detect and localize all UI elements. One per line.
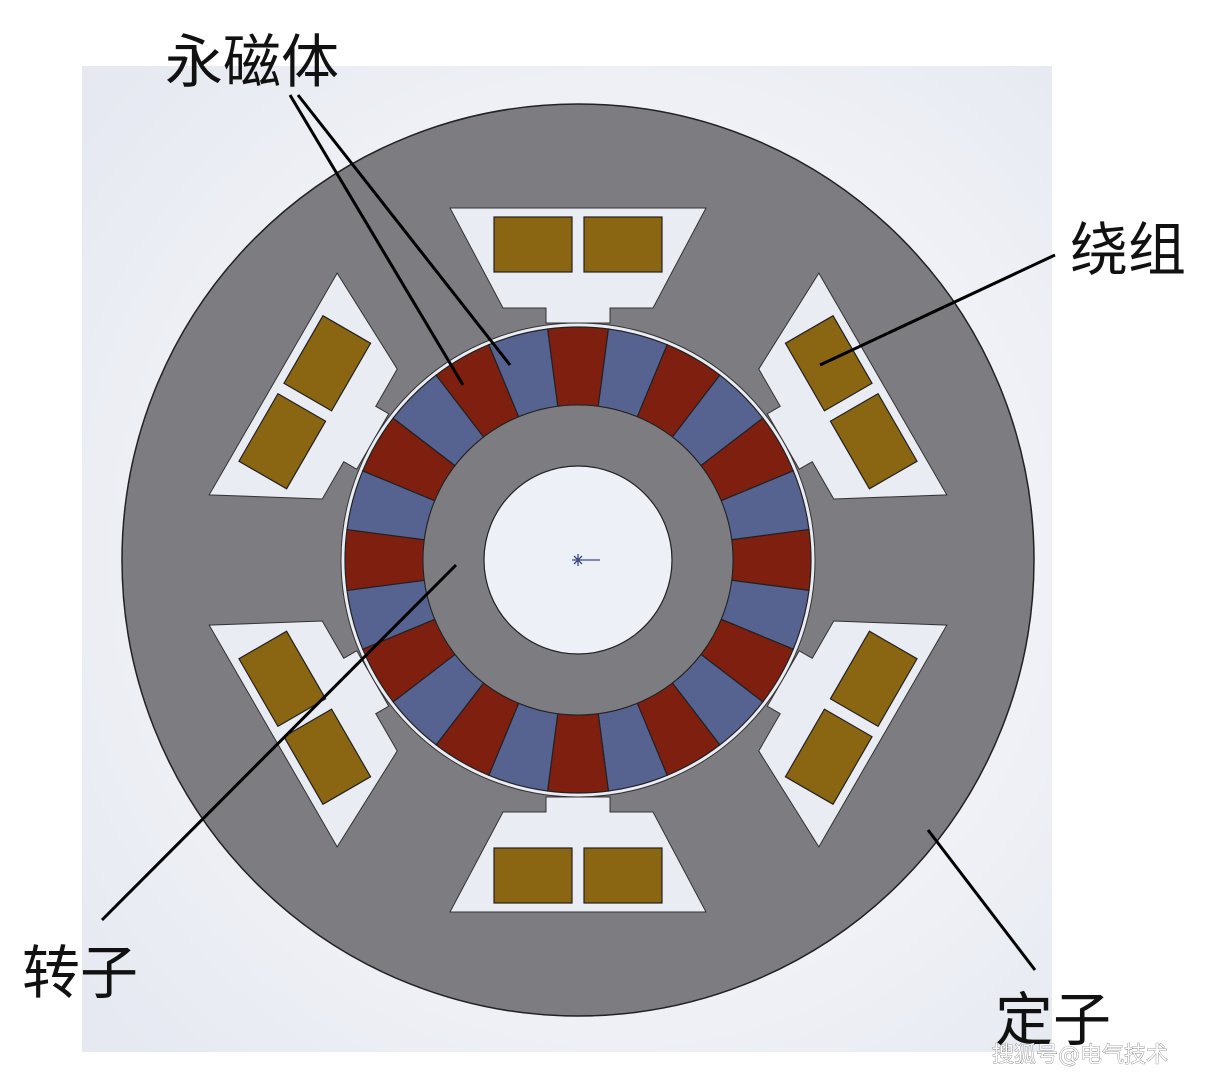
winding-coil [583, 847, 663, 904]
permanent-magnet-ring [344, 326, 812, 794]
winding-coil [238, 392, 327, 490]
stator-slot [208, 272, 398, 500]
winding-coil [238, 630, 327, 728]
winding-coil [784, 708, 873, 806]
winding-coil [283, 314, 372, 412]
magnet-leader-line-1 [288, 94, 465, 386]
winding-coil [493, 847, 573, 904]
stator-slot [758, 620, 948, 848]
stator-slots [208, 207, 948, 913]
rotor-leader-line [100, 563, 458, 922]
stator-slot [758, 272, 948, 500]
winding-leader-line [819, 253, 1056, 367]
winding-coil [829, 630, 918, 728]
label-magnet: 永磁体 [165, 28, 339, 96]
magnet-leader-line-2 [296, 94, 512, 366]
center-mark-icon [572, 554, 600, 566]
winding-coil [583, 216, 663, 273]
winding-coil [829, 392, 918, 490]
label-rotor: 转子 [22, 939, 138, 1007]
label-stator: 定子 [995, 986, 1111, 1054]
winding-coil [283, 708, 372, 806]
stator-slot [449, 207, 707, 324]
stator-slot [208, 620, 398, 848]
stator-leader-line [926, 829, 1037, 971]
winding-coil [493, 216, 573, 273]
label-winding: 绕组 [1070, 216, 1186, 284]
watermark-text: 搜狐号@电气技术 [992, 1043, 1168, 1068]
stator-slot [449, 796, 707, 913]
leader-lines [100, 94, 1056, 971]
